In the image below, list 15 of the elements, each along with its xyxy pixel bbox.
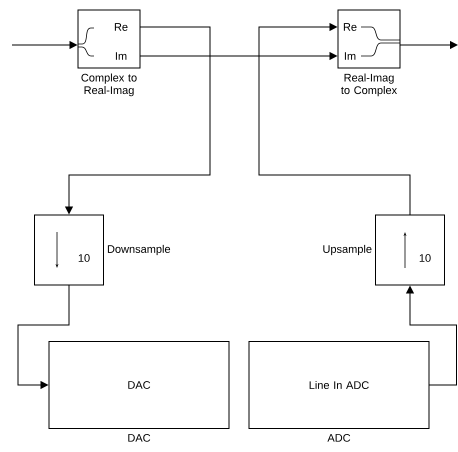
block-caption: ADC (327, 434, 350, 442)
port-label: Re (344, 23, 357, 31)
block-caption: Upsample (323, 244, 372, 256)
port-label: Im (344, 52, 356, 60)
factor-label: 10 (78, 254, 90, 262)
block-caption: DAC (128, 434, 150, 442)
block-label: DAC (128, 381, 150, 389)
block-caption: Complex to Real-Imag (81, 74, 137, 96)
block-caption: Downsample (108, 244, 170, 256)
block-label: Line In ADC (310, 380, 369, 390)
port-label: Im (116, 52, 126, 60)
port-label: Re (114, 23, 128, 31)
block-caption: Real-Imag to Complex (341, 74, 397, 96)
arrow (258, 22, 410, 215)
factor-label: 10 (420, 254, 431, 262)
